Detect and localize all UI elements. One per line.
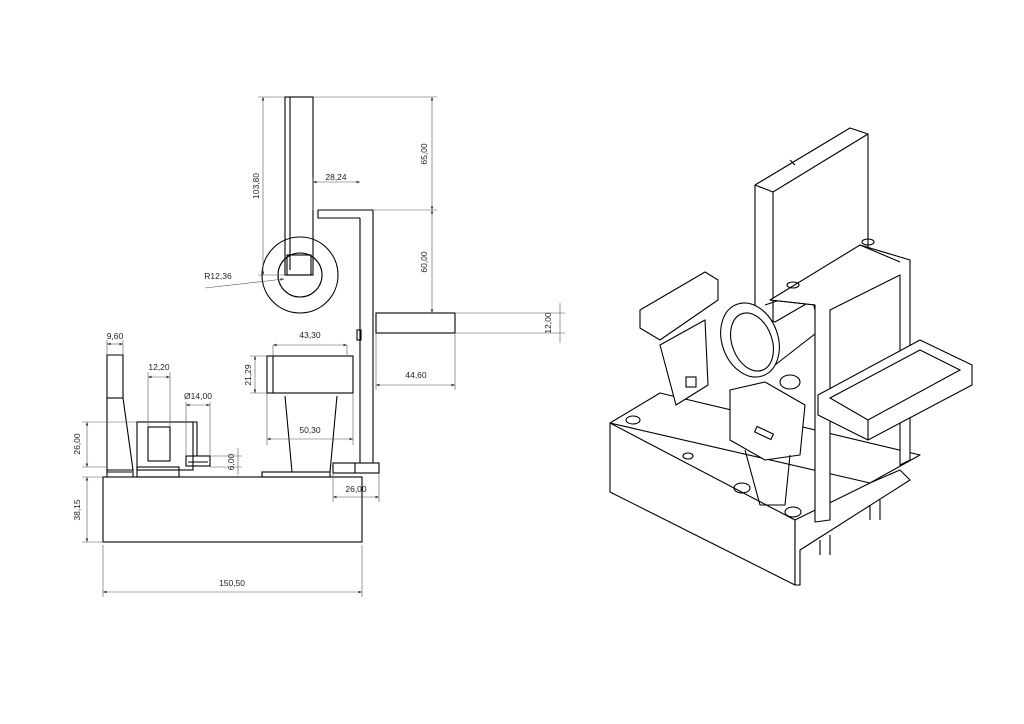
dim-lower-height: 60,00 <box>419 251 429 273</box>
dim-block-height: 26,00 <box>72 433 82 455</box>
dim-ring-radius: R12,36 <box>204 271 232 281</box>
tray-funnel <box>261 355 354 478</box>
dim-total-height: 103,80 <box>251 173 261 199</box>
side-tray <box>375 312 456 334</box>
dim-side-tray-width: 44,60 <box>405 370 427 380</box>
isometric-view <box>609 127 973 586</box>
dimension-lines <box>82 96 565 597</box>
dim-tower-width: 9,60 <box>107 331 124 341</box>
dim-small-height: 6,00 <box>226 453 236 470</box>
dim-tray-height: 21,29 <box>243 364 253 386</box>
dim-tray-base-width: 50,30 <box>299 425 321 435</box>
base-block <box>102 476 363 543</box>
dim-base-height: 38,15 <box>72 499 82 521</box>
front-view: 150,50 38,15 26,00 9,60 12,20 Ø14,00 6,0… <box>72 96 565 597</box>
dim-hole-diameter: Ø14,00 <box>184 391 212 401</box>
window-block <box>136 421 211 478</box>
dim-base-width: 150,50 <box>219 578 245 588</box>
dim-arm-offset: 28,24 <box>325 172 347 182</box>
dim-side-tray-height: 12,00 <box>543 312 553 334</box>
bar-ring <box>261 96 339 314</box>
dim-foot-width: 26,00 <box>345 484 367 494</box>
post-arm <box>317 209 456 474</box>
dim-window-width: 12,20 <box>148 362 170 372</box>
dim-upper-height: 65,00 <box>419 143 429 165</box>
dimension-labels: 150,50 38,15 26,00 9,60 12,20 Ø14,00 6,0… <box>72 143 553 588</box>
dim-tray-top-width: 43,30 <box>299 330 321 340</box>
tower <box>106 354 134 477</box>
